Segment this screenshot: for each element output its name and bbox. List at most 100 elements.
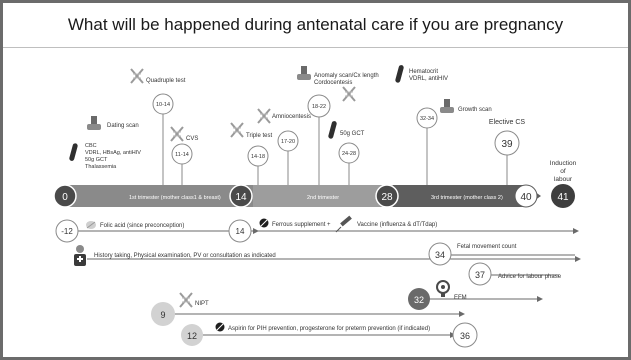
trimester-1-label: 1st trimester (mother class1 & breast) <box>129 195 221 201</box>
svg-text:12: 12 <box>187 331 197 341</box>
svg-text:32: 32 <box>414 295 424 305</box>
svg-text:Quadruple test: Quadruple test <box>146 78 186 84</box>
svg-text:Induction: Induction <box>550 160 577 167</box>
growth-scan-group: Growth scan <box>440 99 492 113</box>
dating-scan-label: Dating scan <box>107 123 139 129</box>
timeline-node-40: 40 <box>514 184 538 208</box>
svg-text:-12: -12 <box>61 227 73 236</box>
svg-text:Anomaly scan/Cx length: Anomaly scan/Cx length <box>314 73 379 79</box>
slide-title: What will be happened during antenatal c… <box>67 15 564 34</box>
svg-text:Amniocentesis: Amniocentesis <box>272 114 311 120</box>
efm-row: 32 EFM <box>408 280 543 310</box>
dna-icon <box>257 108 271 124</box>
timeline-band: 1st trimester (mother class1 & breast) 2… <box>65 185 541 207</box>
svg-text:10-14: 10-14 <box>156 102 170 108</box>
svg-text:Thalassemia: Thalassemia <box>85 164 117 170</box>
svg-text:VDRL, antiHIV: VDRL, antiHIV <box>409 76 448 82</box>
svg-text:Triple test: Triple test <box>246 133 272 139</box>
timeline-node-0: 0 <box>53 184 77 208</box>
svg-text:Elective CS: Elective CS <box>489 119 526 126</box>
antenatal-diagram: 1st trimester (mother class1 & breast) 2… <box>53 65 581 348</box>
fetal-movement-row: 34 Fetal movement count <box>428 242 575 266</box>
title-bar: What will be happened during antenatal c… <box>3 3 628 48</box>
svg-text:CBC: CBC <box>85 143 97 149</box>
svg-text:14: 14 <box>236 227 245 236</box>
svg-text:Ferrous supplement +: Ferrous supplement + <box>272 222 331 228</box>
nipt-row: 9 NIPT <box>151 292 465 326</box>
svg-text:Hematocrit: Hematocrit <box>409 69 438 75</box>
advice-row: 37 Advice for labour phase <box>468 262 562 286</box>
heart-monitor-icon <box>436 280 450 297</box>
timeline-node-14: 14 <box>229 184 253 208</box>
pill-icon <box>86 221 96 229</box>
pill-icon <box>215 322 225 332</box>
svg-text:24-28: 24-28 <box>342 151 356 157</box>
svg-text:39: 39 <box>501 139 513 150</box>
dna-icon <box>170 126 184 142</box>
dna-icon <box>130 68 144 84</box>
svg-text:50g GCT: 50g GCT <box>340 131 365 137</box>
pill-icon <box>259 218 269 228</box>
triple-test-group: Triple test 14-18 <box>230 122 272 185</box>
svg-text:11-14: 11-14 <box>175 152 189 158</box>
svg-text:Vaccine (influenza & dT/Tdap): Vaccine (influenza & dT/Tdap) <box>357 222 437 228</box>
ultrasound-probe-icon <box>297 66 311 80</box>
timeline-node-28: 28 <box>375 184 399 208</box>
test-tube-icon <box>395 65 404 83</box>
folic-acid-row: -12 Folic acid (since preconception) <box>55 219 259 243</box>
svg-text:CVS: CVS <box>186 136 198 142</box>
slide: What will be happened during antenatal c… <box>3 3 628 357</box>
induction-label: Induction of labour <box>550 160 577 183</box>
svg-text:40: 40 <box>520 192 532 203</box>
gct-group: 50g GCT 24-28 <box>328 121 365 185</box>
aspirin-row: 12 Aspirin for PIH prevention, progester… <box>181 322 478 348</box>
svg-text:37: 37 <box>475 270 485 280</box>
test-tube-icon <box>69 143 78 161</box>
svg-text:of: of <box>560 168 566 175</box>
dna-icon <box>342 86 356 102</box>
dna-icon <box>230 122 244 138</box>
anomaly-scan-group: Anomaly scan/Cx length Cordocentesis 18-… <box>297 66 379 185</box>
doctor-icon <box>74 245 86 266</box>
quadruple-test-group: Quadruple test 10-14 <box>130 68 186 185</box>
svg-text:Advice for labour phase: Advice for labour phase <box>498 274 562 280</box>
trimester-2-label: 2nd trimester <box>307 195 339 201</box>
svg-text:28: 28 <box>381 192 393 203</box>
svg-text:14: 14 <box>235 192 247 203</box>
ferrous-vaccine-row: 14 Ferrous supplement + Vaccine (influen… <box>228 215 579 243</box>
svg-text:Growth scan: Growth scan <box>458 107 492 113</box>
svg-text:0: 0 <box>62 192 68 203</box>
ultrasound-probe-icon <box>87 116 101 130</box>
svg-text:17-20: 17-20 <box>281 139 295 145</box>
history-row: History taking, Physical examination, PV… <box>74 245 581 266</box>
svg-text:Folic acid (since preconceptio: Folic acid (since preconception) <box>100 223 184 229</box>
svg-text:18-22: 18-22 <box>312 104 326 110</box>
trimester-3-label: 3rd trimester (mother class 2) <box>431 195 503 201</box>
svg-text:History taking, Physical exami: History taking, Physical examination, PV… <box>94 253 276 259</box>
first-visit-labs: CBC VDRL, HBsAg, antiHIV 50g GCT Thalass… <box>69 143 141 170</box>
cvs-group: CVS 11-14 <box>170 126 198 185</box>
svg-text:Cordocentesis: Cordocentesis <box>314 80 352 86</box>
svg-text:9: 9 <box>160 310 165 320</box>
svg-text:36: 36 <box>460 331 470 341</box>
svg-text:Fetal movement count: Fetal movement count <box>457 244 517 250</box>
svg-text:Aspirin for PIH prevention, pr: Aspirin for PIH prevention, progesterone… <box>228 326 430 332</box>
svg-text:32-34: 32-34 <box>420 116 434 122</box>
svg-text:VDRL, HBsAg, antiHIV: VDRL, HBsAg, antiHIV <box>85 150 141 156</box>
timeline-node-41: 41 <box>551 184 575 208</box>
amniocentesis-group: Amniocentesis 17-20 <box>257 108 311 185</box>
svg-text:NIPT: NIPT <box>195 301 209 307</box>
svg-text:EFM: EFM <box>454 295 467 301</box>
elective-cs-group: Elective CS 39 <box>489 119 526 185</box>
test-tube-icon <box>328 121 337 139</box>
ultrasound-probe-icon <box>440 99 454 113</box>
dating-scan-group: Dating scan <box>87 116 139 130</box>
svg-text:labour: labour <box>554 176 573 183</box>
svg-text:41: 41 <box>557 192 569 203</box>
svg-text:34: 34 <box>435 250 445 260</box>
hematocrit-group: Hematocrit VDRL, antiHIV 32-34 <box>395 65 448 185</box>
syringe-icon <box>335 215 352 233</box>
svg-text:50g GCT: 50g GCT <box>85 157 108 163</box>
svg-text:14-18: 14-18 <box>251 154 265 160</box>
dna-icon <box>179 292 193 308</box>
